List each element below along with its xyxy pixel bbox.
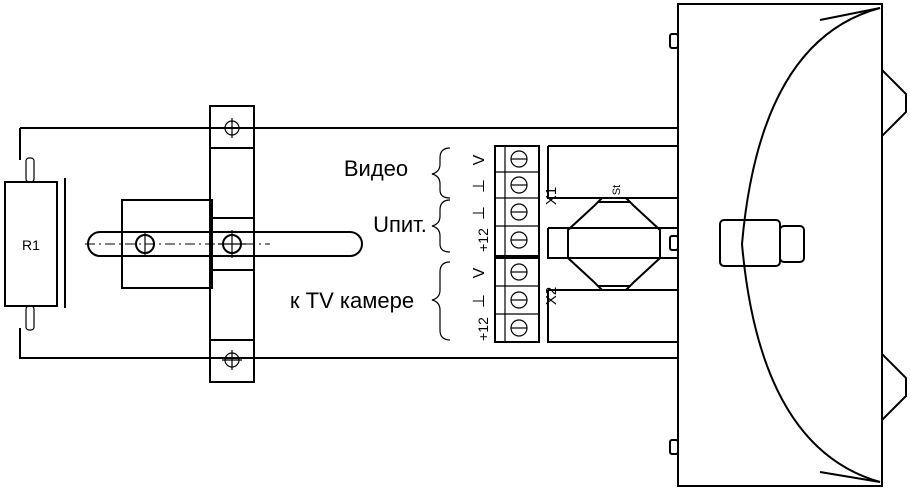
pin-label-x2-3: +12 — [475, 317, 491, 341]
pin-label-x2-2: ⊥ — [471, 294, 488, 308]
resistor-label: R1 — [22, 237, 40, 253]
side-lamp-top — [881, 69, 907, 137]
label-video: Видео — [344, 156, 408, 181]
screw-middle — [218, 230, 246, 258]
main-housing — [19, 127, 678, 359]
label-power: Uпит. — [373, 212, 427, 237]
lamp-housing — [669, 3, 883, 487]
connector-x2: X2 — [543, 287, 678, 343]
screw-top — [222, 118, 242, 138]
resistor-r1: R1 — [4, 157, 58, 331]
pin-labels: V ⊥ ⊥ +12 V ⊥ +12 — [471, 154, 491, 341]
thermal-sensor: St — [567, 185, 661, 291]
braces — [431, 147, 451, 341]
connector-x2-label: X2 — [543, 287, 560, 305]
connector-x1: X1 — [543, 145, 678, 205]
connector-x1-label: X1 — [543, 187, 560, 205]
screw-bottom — [222, 350, 242, 370]
mounting-bracket — [209, 105, 255, 383]
label-camera: к TV камере — [290, 288, 414, 313]
terminal-block-x2 — [494, 257, 540, 343]
side-lamp-bottom — [881, 353, 907, 421]
pin-label-x1-4: +12 — [475, 228, 491, 252]
pin-label-x1-2: ⊥ — [471, 179, 488, 193]
pin-label-x1-3: ⊥ — [471, 206, 488, 220]
sensor-label: St — [611, 185, 623, 195]
pin-label-x1-1: V — [471, 154, 488, 165]
pin-label-x2-1: V — [471, 267, 488, 278]
terminal-block-x1 — [494, 145, 540, 257]
